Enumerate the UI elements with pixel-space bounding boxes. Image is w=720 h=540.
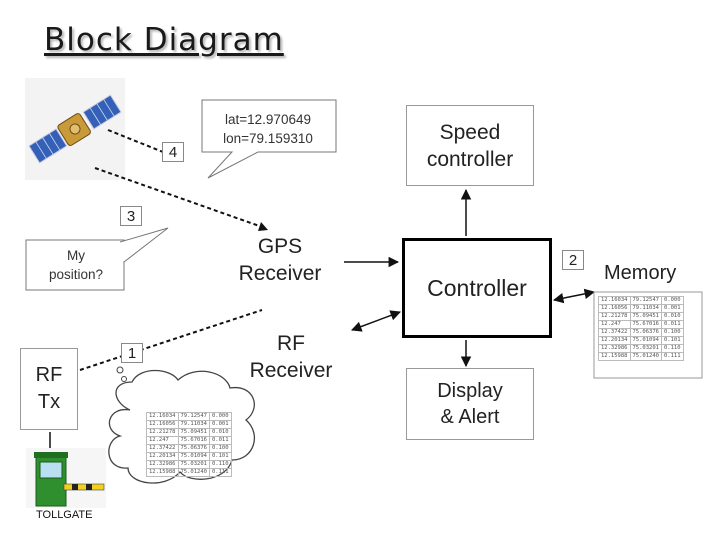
memory-label: Memory	[604, 262, 677, 284]
table-cell: 75.01240	[629, 352, 662, 361]
my-position-callout: My position?	[48, 248, 104, 282]
tollgate-icon	[26, 448, 106, 508]
step-3-label: 3	[120, 206, 142, 226]
tollgate-label: TOLLGATE	[36, 509, 93, 521]
table-cell: 75.06376	[177, 444, 210, 453]
table-cell: 12.37422	[146, 444, 179, 453]
table-cell: 0.111	[661, 352, 684, 361]
table-cell: 0.101	[209, 452, 232, 461]
table-cell: 75.01094	[177, 452, 210, 461]
table-cell: 0.101	[661, 336, 684, 345]
table-cell: 75.67016	[629, 320, 662, 329]
table-cell: 0.110	[661, 344, 684, 353]
table-cell: 12.32986	[598, 344, 631, 353]
table-cell: 75.01240	[177, 468, 210, 477]
rf-receiver-block: RF Receiver	[232, 318, 350, 396]
table-cell: 75.03201	[177, 460, 210, 469]
table-cell: 0.011	[661, 320, 684, 329]
table-cell: 75.67016	[177, 436, 210, 445]
speed-controller-label: Speed controller	[426, 120, 514, 171]
controller-label: Controller	[427, 274, 527, 301]
step-4-label: 4	[162, 142, 184, 162]
table-cell: 12.32986	[146, 460, 179, 469]
table-cell: 12.16056	[146, 420, 179, 429]
gps-receiver-block: GPS Receiver	[220, 222, 340, 298]
table-cell: 0.000	[209, 412, 232, 421]
table-cell: 75.03201	[629, 344, 662, 353]
step-2-label: 2	[562, 250, 584, 270]
table-cell: 0.000	[661, 296, 684, 305]
table-cell: 75.09451	[629, 312, 662, 321]
table-cell: 75.09451	[177, 428, 210, 437]
table-cell: 12.21278	[598, 312, 631, 321]
table-cell: 12.37422	[598, 328, 631, 337]
table-cell: 0.111	[209, 468, 232, 477]
table-cell: 12.247	[146, 436, 179, 445]
table-cell: 12.15988	[598, 352, 631, 361]
table-cell: 79.11034	[629, 304, 662, 313]
table-cell: 12.16034	[146, 412, 179, 421]
page-title: Block Diagram	[44, 22, 284, 58]
table-cell: 0.001	[661, 304, 684, 313]
display-alert-block: Display & Alert	[406, 368, 534, 440]
table-cell: 0.010	[209, 428, 232, 437]
table-cell: 12.15988	[146, 468, 179, 477]
table-cell: 0.010	[661, 312, 684, 321]
rf-tx-block: RF Tx	[20, 348, 78, 430]
table-cell: 0.001	[209, 420, 232, 429]
step-1-label: 1	[121, 343, 143, 363]
table-cell: 12.247	[598, 320, 631, 329]
table-cell: 12.16034	[598, 296, 631, 305]
table-cell: 12.21278	[146, 428, 179, 437]
table-cell: 0.110	[209, 460, 232, 469]
table-cell: 75.06376	[629, 328, 662, 337]
latlon-callout: lat=12.970649 lon=79.159310	[223, 112, 313, 146]
rf-tx-label: RF Tx	[35, 364, 63, 413]
table-cell: 79.12547	[177, 412, 210, 421]
speed-controller-block: Speed controller	[406, 105, 534, 186]
display-alert-label: Display & Alert	[437, 380, 503, 428]
table-cell: 79.11034	[177, 420, 210, 429]
controller-block: Controller	[402, 238, 552, 338]
table-cell: 12.20134	[598, 336, 631, 345]
satellite-icon	[25, 78, 125, 180]
gps-receiver-label: GPS Receiver	[238, 235, 322, 285]
table-cell: 75.01094	[629, 336, 662, 345]
rf-receiver-label: RF Receiver	[249, 332, 333, 382]
table-cell: 0.100	[661, 328, 684, 337]
table-cell: 0.011	[209, 436, 232, 445]
table-cell: 12.16056	[598, 304, 631, 313]
table-cell: 0.100	[209, 444, 232, 453]
table-cell: 79.12547	[629, 296, 662, 305]
table-cell: 12.20134	[146, 452, 179, 461]
